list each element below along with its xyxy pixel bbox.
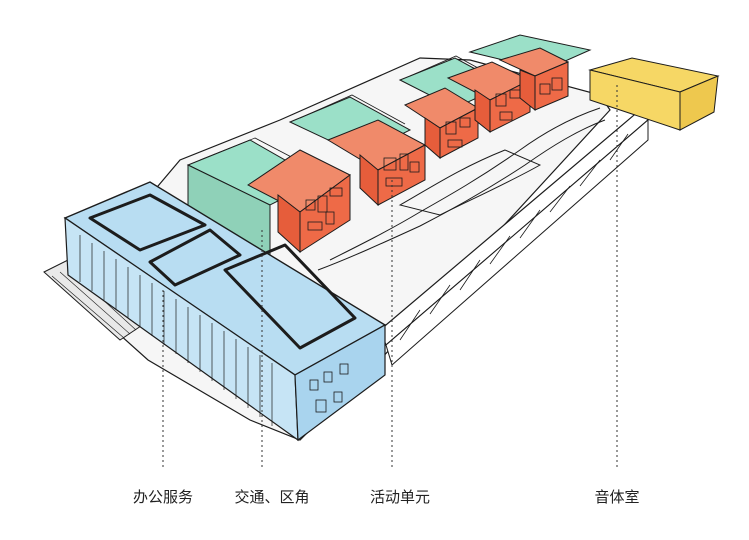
activity-unit-3 xyxy=(403,87,480,160)
activity-unit-5 xyxy=(498,47,570,112)
roof-path-loop-1 xyxy=(88,193,207,252)
roof-path-loop-2 xyxy=(148,228,242,287)
office-end-face xyxy=(294,323,386,442)
leader-lines xyxy=(162,85,618,470)
music-room xyxy=(588,57,720,131)
activity-unit-2 xyxy=(326,119,427,207)
label-music-room: 音体室 xyxy=(594,488,640,506)
label-activity-unit: 活动单元 xyxy=(369,488,431,506)
activity-units xyxy=(247,47,570,254)
office-block xyxy=(63,181,387,442)
activity-unit-1 xyxy=(247,149,351,254)
label-office-service: 办公服务 xyxy=(132,488,194,506)
roof-path-loop-3 xyxy=(223,243,357,350)
courtyard-ramps xyxy=(317,107,606,271)
label-traffic-corner: 交通、区角 xyxy=(234,488,310,506)
